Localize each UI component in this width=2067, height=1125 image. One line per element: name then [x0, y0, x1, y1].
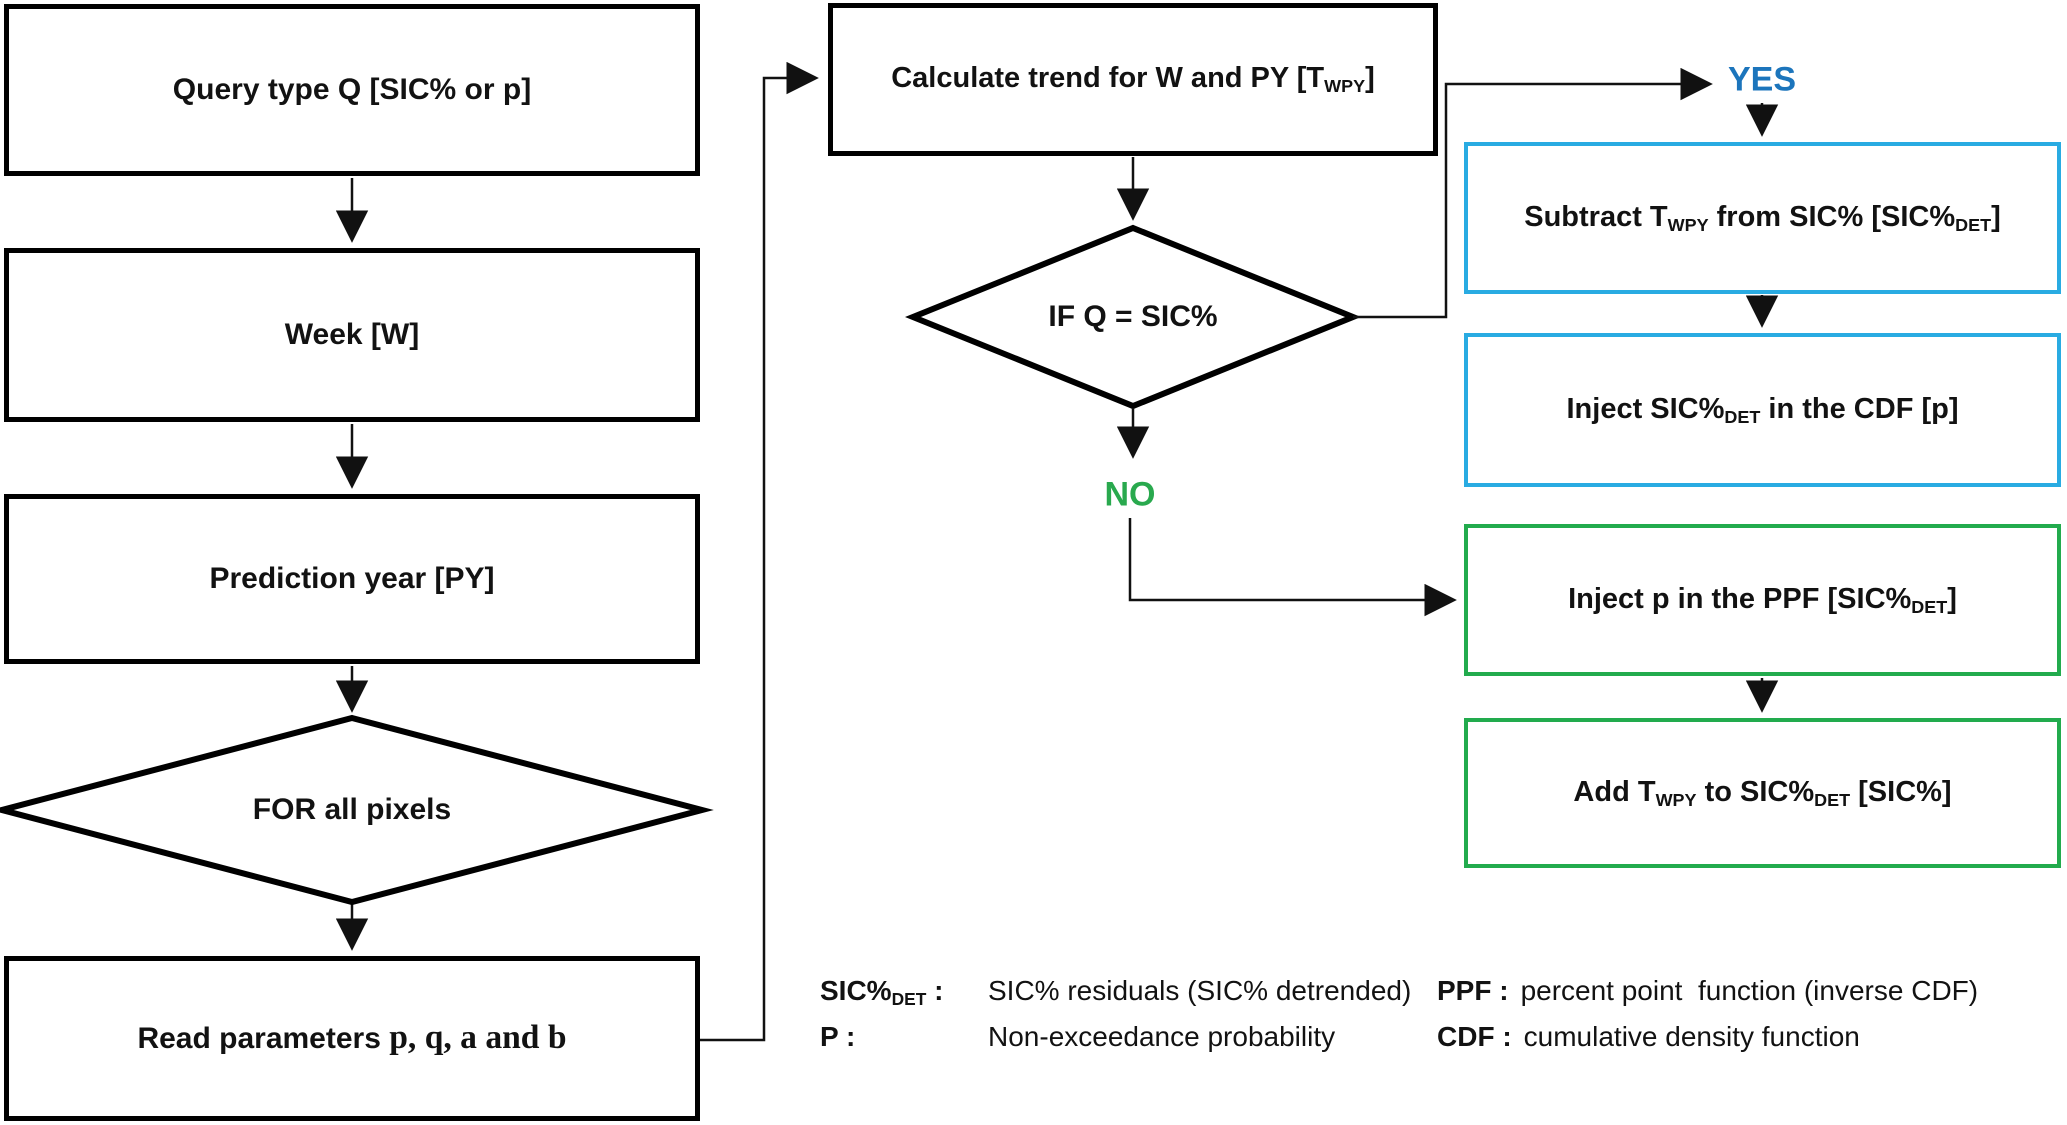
- legend-row-ppf: PPF : percent point function (inverse CD…: [1437, 975, 1978, 1007]
- node-prediction-year: Prediction year [PY]: [4, 494, 700, 664]
- legend-term-p: P :: [820, 1021, 988, 1056]
- label-fragment: ]: [1365, 62, 1375, 95]
- legend-desc-sicdet: SIC% residuals (SIC% detrended): [988, 975, 1412, 1006]
- legend-row-cdf: CDF : cumulative density function: [1437, 1021, 1860, 1053]
- label-fragment: P :: [820, 1021, 856, 1052]
- label-fragment-subscript: DET: [1911, 596, 1948, 617]
- diamond-for-all-pixels-label: FOR all pixels: [252, 793, 452, 826]
- node-add-trend-label: Add TWPY to SIC%DET [SIC%]: [1573, 776, 1951, 811]
- legend-term-cdf: CDF :: [1437, 1021, 1512, 1052]
- legend-term-sicdet: SIC%DET :: [820, 975, 988, 1010]
- node-query-type-label: Query type Q [SIC% or p]: [172, 72, 532, 106]
- label-fragment: ]: [1947, 582, 1957, 615]
- connector-read-parameters-to-calculate-trend: [700, 61, 819, 1042]
- node-calculate-trend-label: Calculate trend for W and PY [TWPY]: [891, 62, 1375, 97]
- legend-desc-ppf: percent point function (inverse CDF): [1520, 975, 1979, 1006]
- legend-term-ppf: PPF :: [1437, 975, 1509, 1006]
- label-fragment: Subtract T: [1524, 200, 1668, 233]
- branch-label-yes: YES: [1727, 60, 1797, 99]
- label-fragment-subscript: DET: [1724, 406, 1761, 427]
- label-fragment: [SIC%]: [1850, 775, 1952, 808]
- node-inject-ppf-label: Inject p in the PPF [SIC%DET]: [1568, 583, 1957, 618]
- node-calculate-trend: Calculate trend for W and PY [TWPY]: [828, 3, 1438, 156]
- connector-if-diamond-to-yes: [1353, 67, 1713, 319]
- label-fragment-subscript: DET: [1814, 789, 1851, 810]
- node-read-parameters: Read parameters p, q, a and b: [4, 956, 700, 1121]
- label-fragment: Calculate trend for W and PY [T: [891, 62, 1325, 95]
- label-fragment: ]: [1991, 200, 2001, 233]
- label-fragment-subscript: DET: [891, 988, 927, 1009]
- node-week-label: Week [W]: [284, 317, 420, 351]
- label-fragment: Read parameters: [137, 1022, 390, 1056]
- legend-row-p: P : Non-exceedance probability: [820, 1021, 1335, 1056]
- label-fragment: from SIC% [SIC%: [1708, 200, 1956, 233]
- node-subtract-trend: Subtract TWPY from SIC% [SIC%DET]: [1464, 142, 2061, 294]
- label-fragment: to SIC%: [1696, 775, 1815, 808]
- diamond-if-q-label: IF Q = SIC%: [1048, 300, 1218, 333]
- branch-label-no: NO: [1104, 475, 1156, 514]
- node-read-parameters-label: Read parameters p, q, a and b: [137, 1019, 566, 1058]
- node-add-trend: Add TWPY to SIC%DET [SIC%]: [1464, 718, 2061, 868]
- legend-desc-cdf: cumulative density function: [1523, 1021, 1860, 1052]
- label-fragment: in the CDF [p]: [1760, 392, 1959, 425]
- node-prediction-year-label: Prediction year [PY]: [209, 561, 495, 595]
- node-subtract-trend-label: Subtract TWPY from SIC% [SIC%DET]: [1524, 201, 2000, 236]
- label-fragment: SIC%: [820, 975, 892, 1006]
- legend-desc-p: Non-exceedance probability: [988, 1021, 1336, 1052]
- label-fragment: Add T: [1573, 775, 1656, 808]
- node-week: Week [W]: [4, 248, 700, 422]
- node-inject-cdf: Inject SIC%DET in the CDF [p]: [1464, 333, 2061, 487]
- label-fragment-params: p, q, a and b: [389, 1019, 567, 1057]
- label-fragment: Inject p in the PPF [SIC%: [1568, 582, 1912, 615]
- connector-no-to-inject-ppf: [1128, 518, 1457, 617]
- label-fragment: Inject SIC%: [1566, 392, 1725, 425]
- diamond-if-q-shape: [905, 224, 1361, 410]
- node-inject-cdf-label: Inject SIC%DET in the CDF [p]: [1566, 393, 1958, 428]
- label-fragment: :: [926, 975, 944, 1006]
- legend-row-sicdet: SIC%DET : SIC% residuals (SIC% detrended…: [820, 975, 1411, 1010]
- node-query-type: Query type Q [SIC% or p]: [4, 4, 700, 176]
- label-fragment-subscript: WPY: [1667, 214, 1709, 235]
- node-inject-ppf: Inject p in the PPF [SIC%DET]: [1464, 524, 2061, 676]
- label-fragment-subscript: WPY: [1655, 789, 1697, 810]
- diamond-for-all-pixels-shape: [0, 714, 714, 906]
- label-fragment-subscript: WPY: [1324, 76, 1366, 97]
- label-fragment-subscript: DET: [1955, 214, 1992, 235]
